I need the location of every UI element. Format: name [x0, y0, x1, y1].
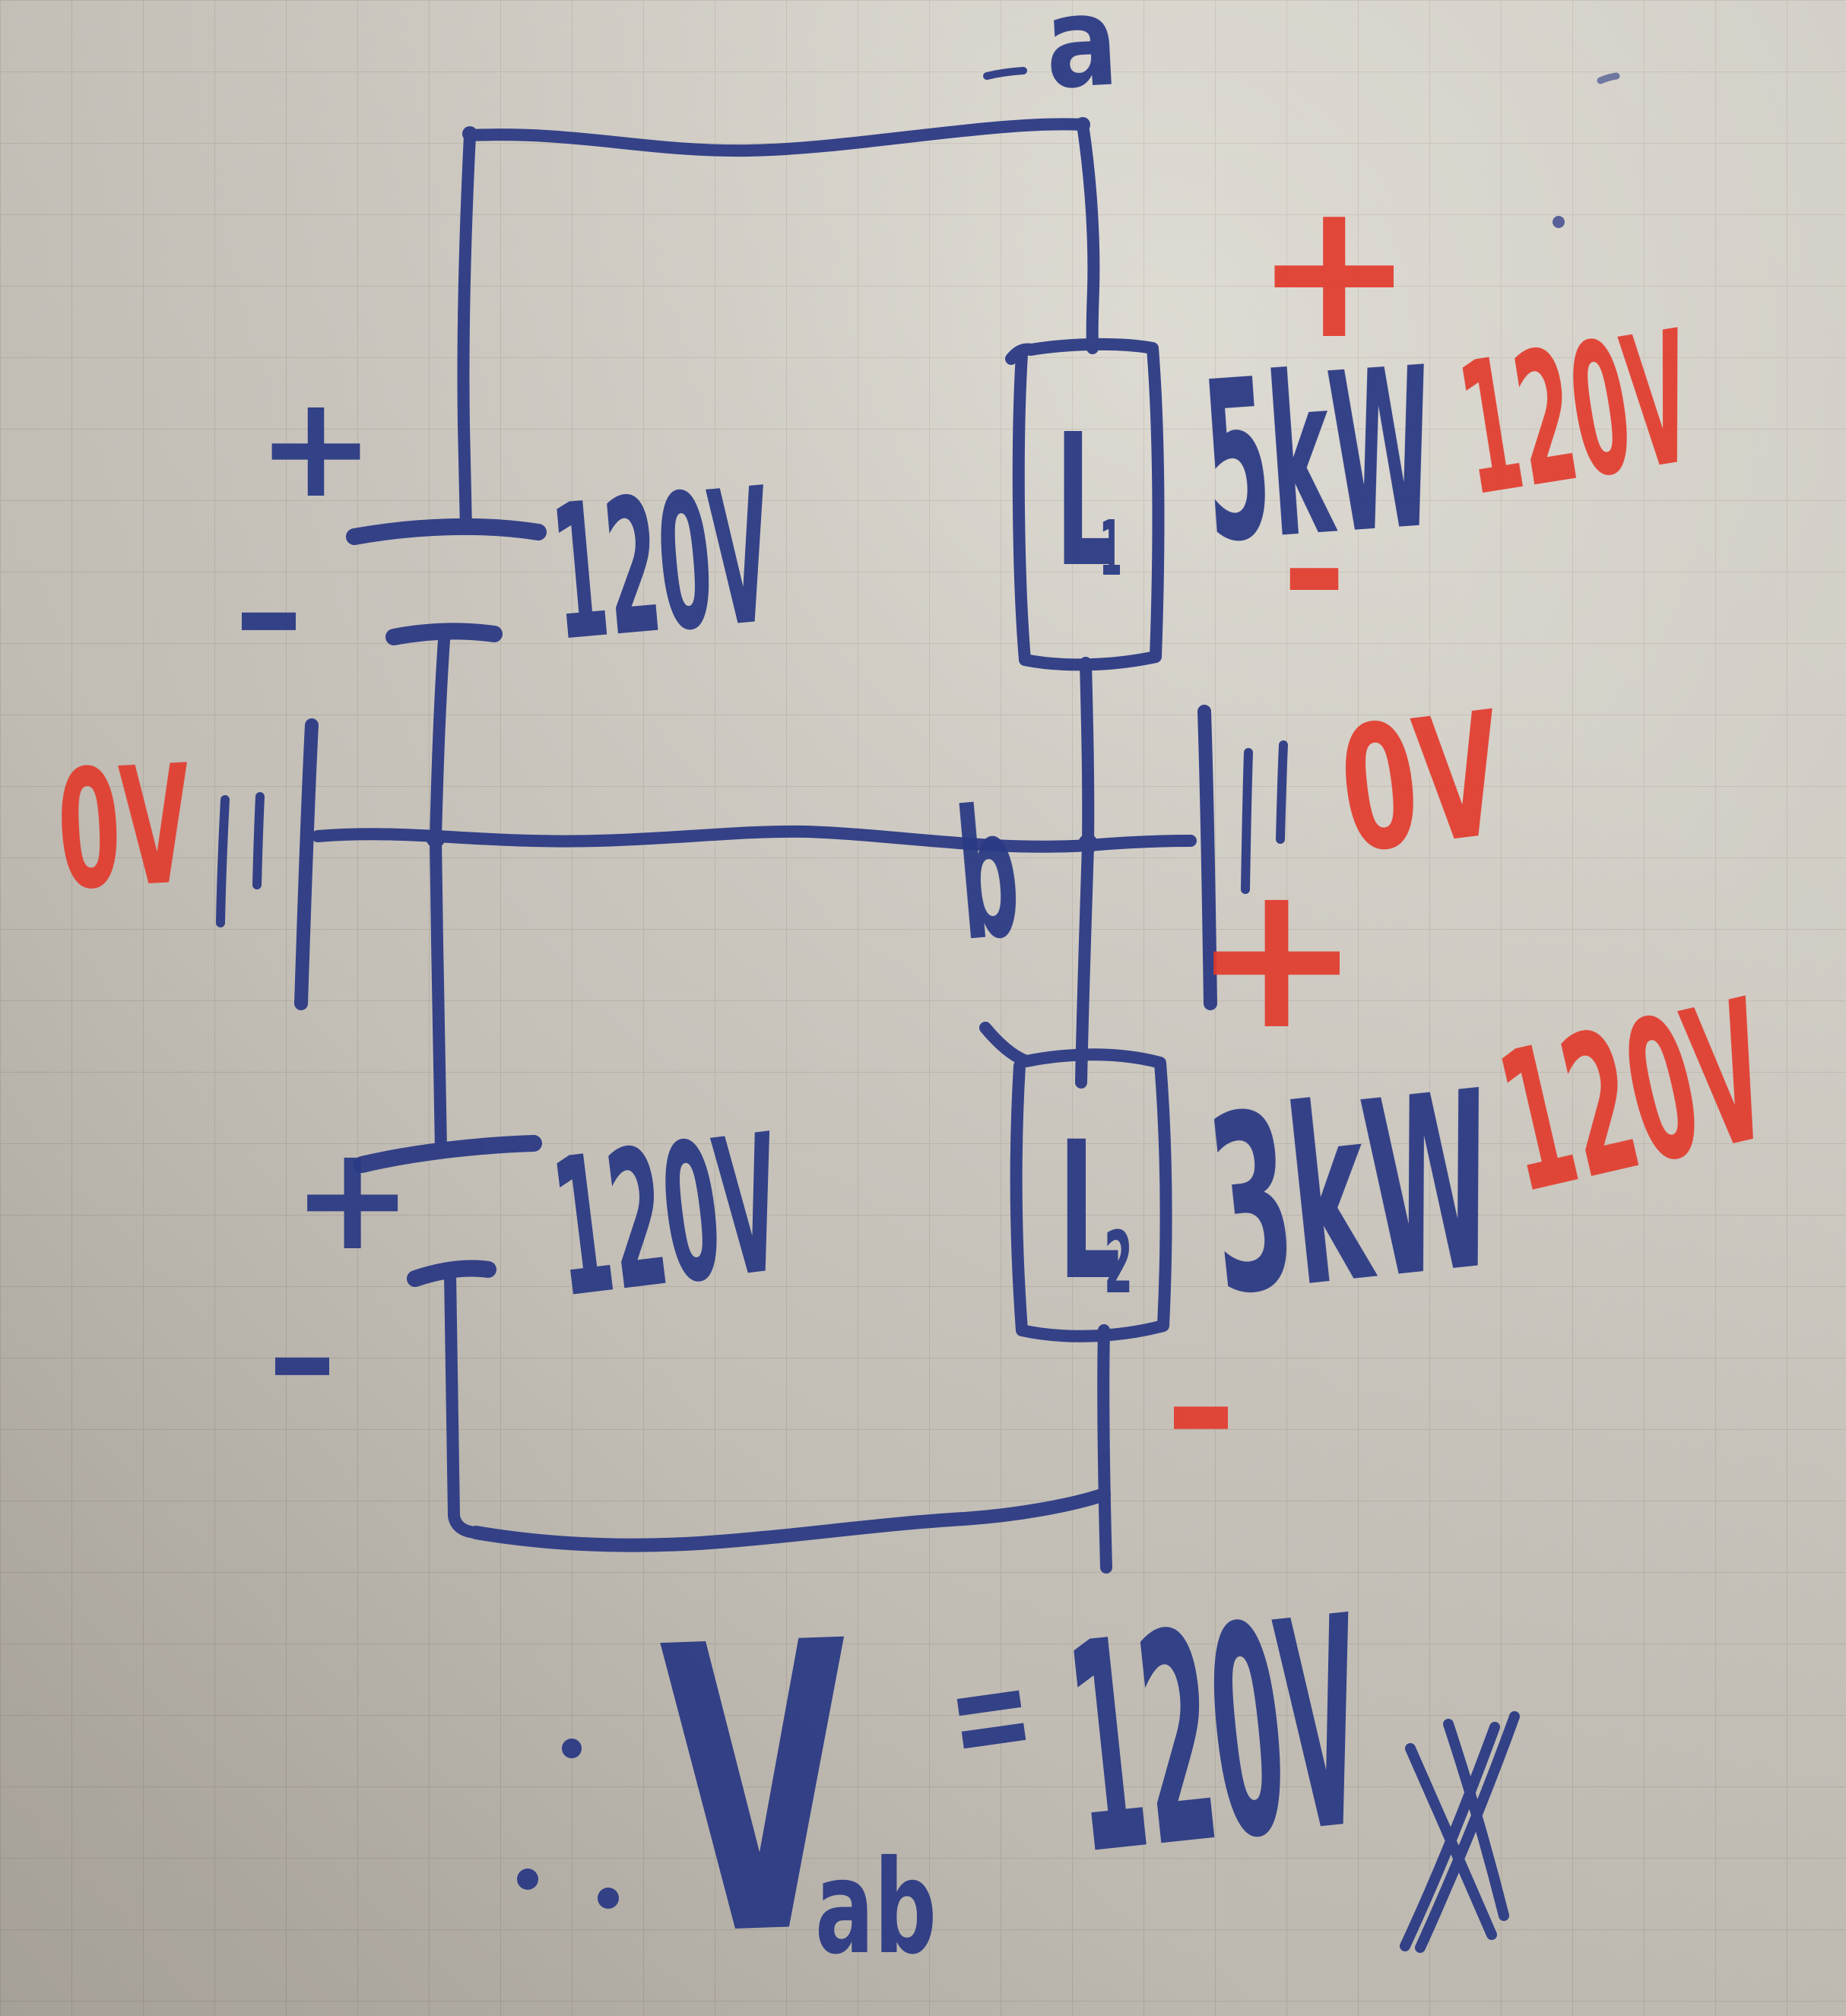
- circuit-wires: [216, 67, 1288, 1574]
- load1-voltage-annotation: 120V: [1447, 291, 1705, 537]
- ink-artifacts: [1553, 72, 1620, 228]
- equation-subscript: ab: [815, 1833, 937, 1983]
- junction-blob-node-a: [1075, 117, 1090, 132]
- therefore-dot-left: [517, 1869, 538, 1890]
- battery1-plus-sign: +: [257, 365, 375, 529]
- battery1-lower-lead: [430, 634, 450, 845]
- left-column-upper-wire: [457, 129, 476, 535]
- load2-power-label: 3kW: [1197, 1039, 1507, 1350]
- load2-name-label: L: [1058, 1101, 1121, 1322]
- load1-name-subscript: 1: [1099, 504, 1122, 593]
- load1-name-label: L: [1055, 395, 1116, 607]
- load2-name-subscript: 2: [1104, 1214, 1133, 1313]
- therefore-dot-right: [598, 1888, 619, 1909]
- junction-blob-node-b: [1078, 834, 1098, 854]
- node-a-label: a: [1042, 0, 1121, 117]
- load1-plus-polarity: +: [1254, 160, 1413, 381]
- load2-plus-polarity: +: [1192, 840, 1361, 1074]
- battery1-short-plate: [385, 623, 503, 645]
- left-column-mid-wire: [430, 833, 447, 1155]
- left-terminal-tick-2: [252, 792, 265, 889]
- reference-left-label: 0V: [53, 729, 196, 927]
- bottom-wire: [469, 1488, 1111, 1552]
- load2-top-lead: [1075, 839, 1094, 1089]
- stray-ink-dash: [1597, 72, 1620, 84]
- battery2-voltage-label: 120V: [543, 1093, 792, 1340]
- battery1-long-plate: [346, 518, 547, 545]
- top-wire: [464, 118, 1089, 157]
- reference-right-label: 0V: [1331, 675, 1513, 892]
- load2-bottom-lead: [1097, 1324, 1112, 1574]
- left-terminal-bar: [294, 718, 319, 1010]
- load1-box: [1005, 338, 1165, 671]
- middle-wire-right-stub: [1083, 835, 1197, 851]
- stray-ink-dot: [1553, 216, 1565, 228]
- battery2-lower-lead: [444, 1268, 482, 1539]
- battery2-long-plate: [354, 1135, 542, 1173]
- node-a-drop-wire: [1077, 119, 1100, 354]
- load1-bottom-lead: [1080, 657, 1095, 851]
- blue-labels: a b + − 120V + − 120V L 1 5kW L 2 3kW: [233, 0, 1507, 1450]
- end-of-solution-mark: [1400, 1711, 1520, 1953]
- load2-minus-polarity: −: [1165, 1299, 1237, 1525]
- right-terminal-bar: [1197, 705, 1217, 1010]
- equation-variable: V: [656, 1558, 860, 2016]
- therefore-dot-top: [562, 1739, 582, 1758]
- end-mark-stroke-2: [1400, 1722, 1500, 1951]
- battery2-minus-sign: −: [266, 1273, 338, 1450]
- junction-blob-top-left: [462, 126, 477, 141]
- equation-result: 120V: [1055, 1554, 1378, 1919]
- right-terminal-tick-1: [1241, 748, 1253, 894]
- left-terminal-tick-1: [216, 795, 230, 927]
- conclusion-equation: V ab = 120V: [517, 1554, 1520, 2016]
- end-mark-stroke-4: [1415, 1711, 1520, 1953]
- load2-box: [979, 1022, 1172, 1342]
- node-a-dash: [983, 67, 1027, 80]
- battery2-plus-sign: +: [292, 1114, 413, 1282]
- load1-power-label: 5kW: [1196, 321, 1442, 592]
- junction-blob-neutral-left: [426, 828, 446, 848]
- battery1-voltage-label: 120V: [544, 448, 779, 683]
- therefore-symbol: [517, 1739, 619, 1909]
- right-terminal-tick-2: [1276, 740, 1288, 844]
- load1-minus-polarity: −: [1282, 462, 1346, 683]
- battery1-minus-sign: −: [233, 528, 305, 705]
